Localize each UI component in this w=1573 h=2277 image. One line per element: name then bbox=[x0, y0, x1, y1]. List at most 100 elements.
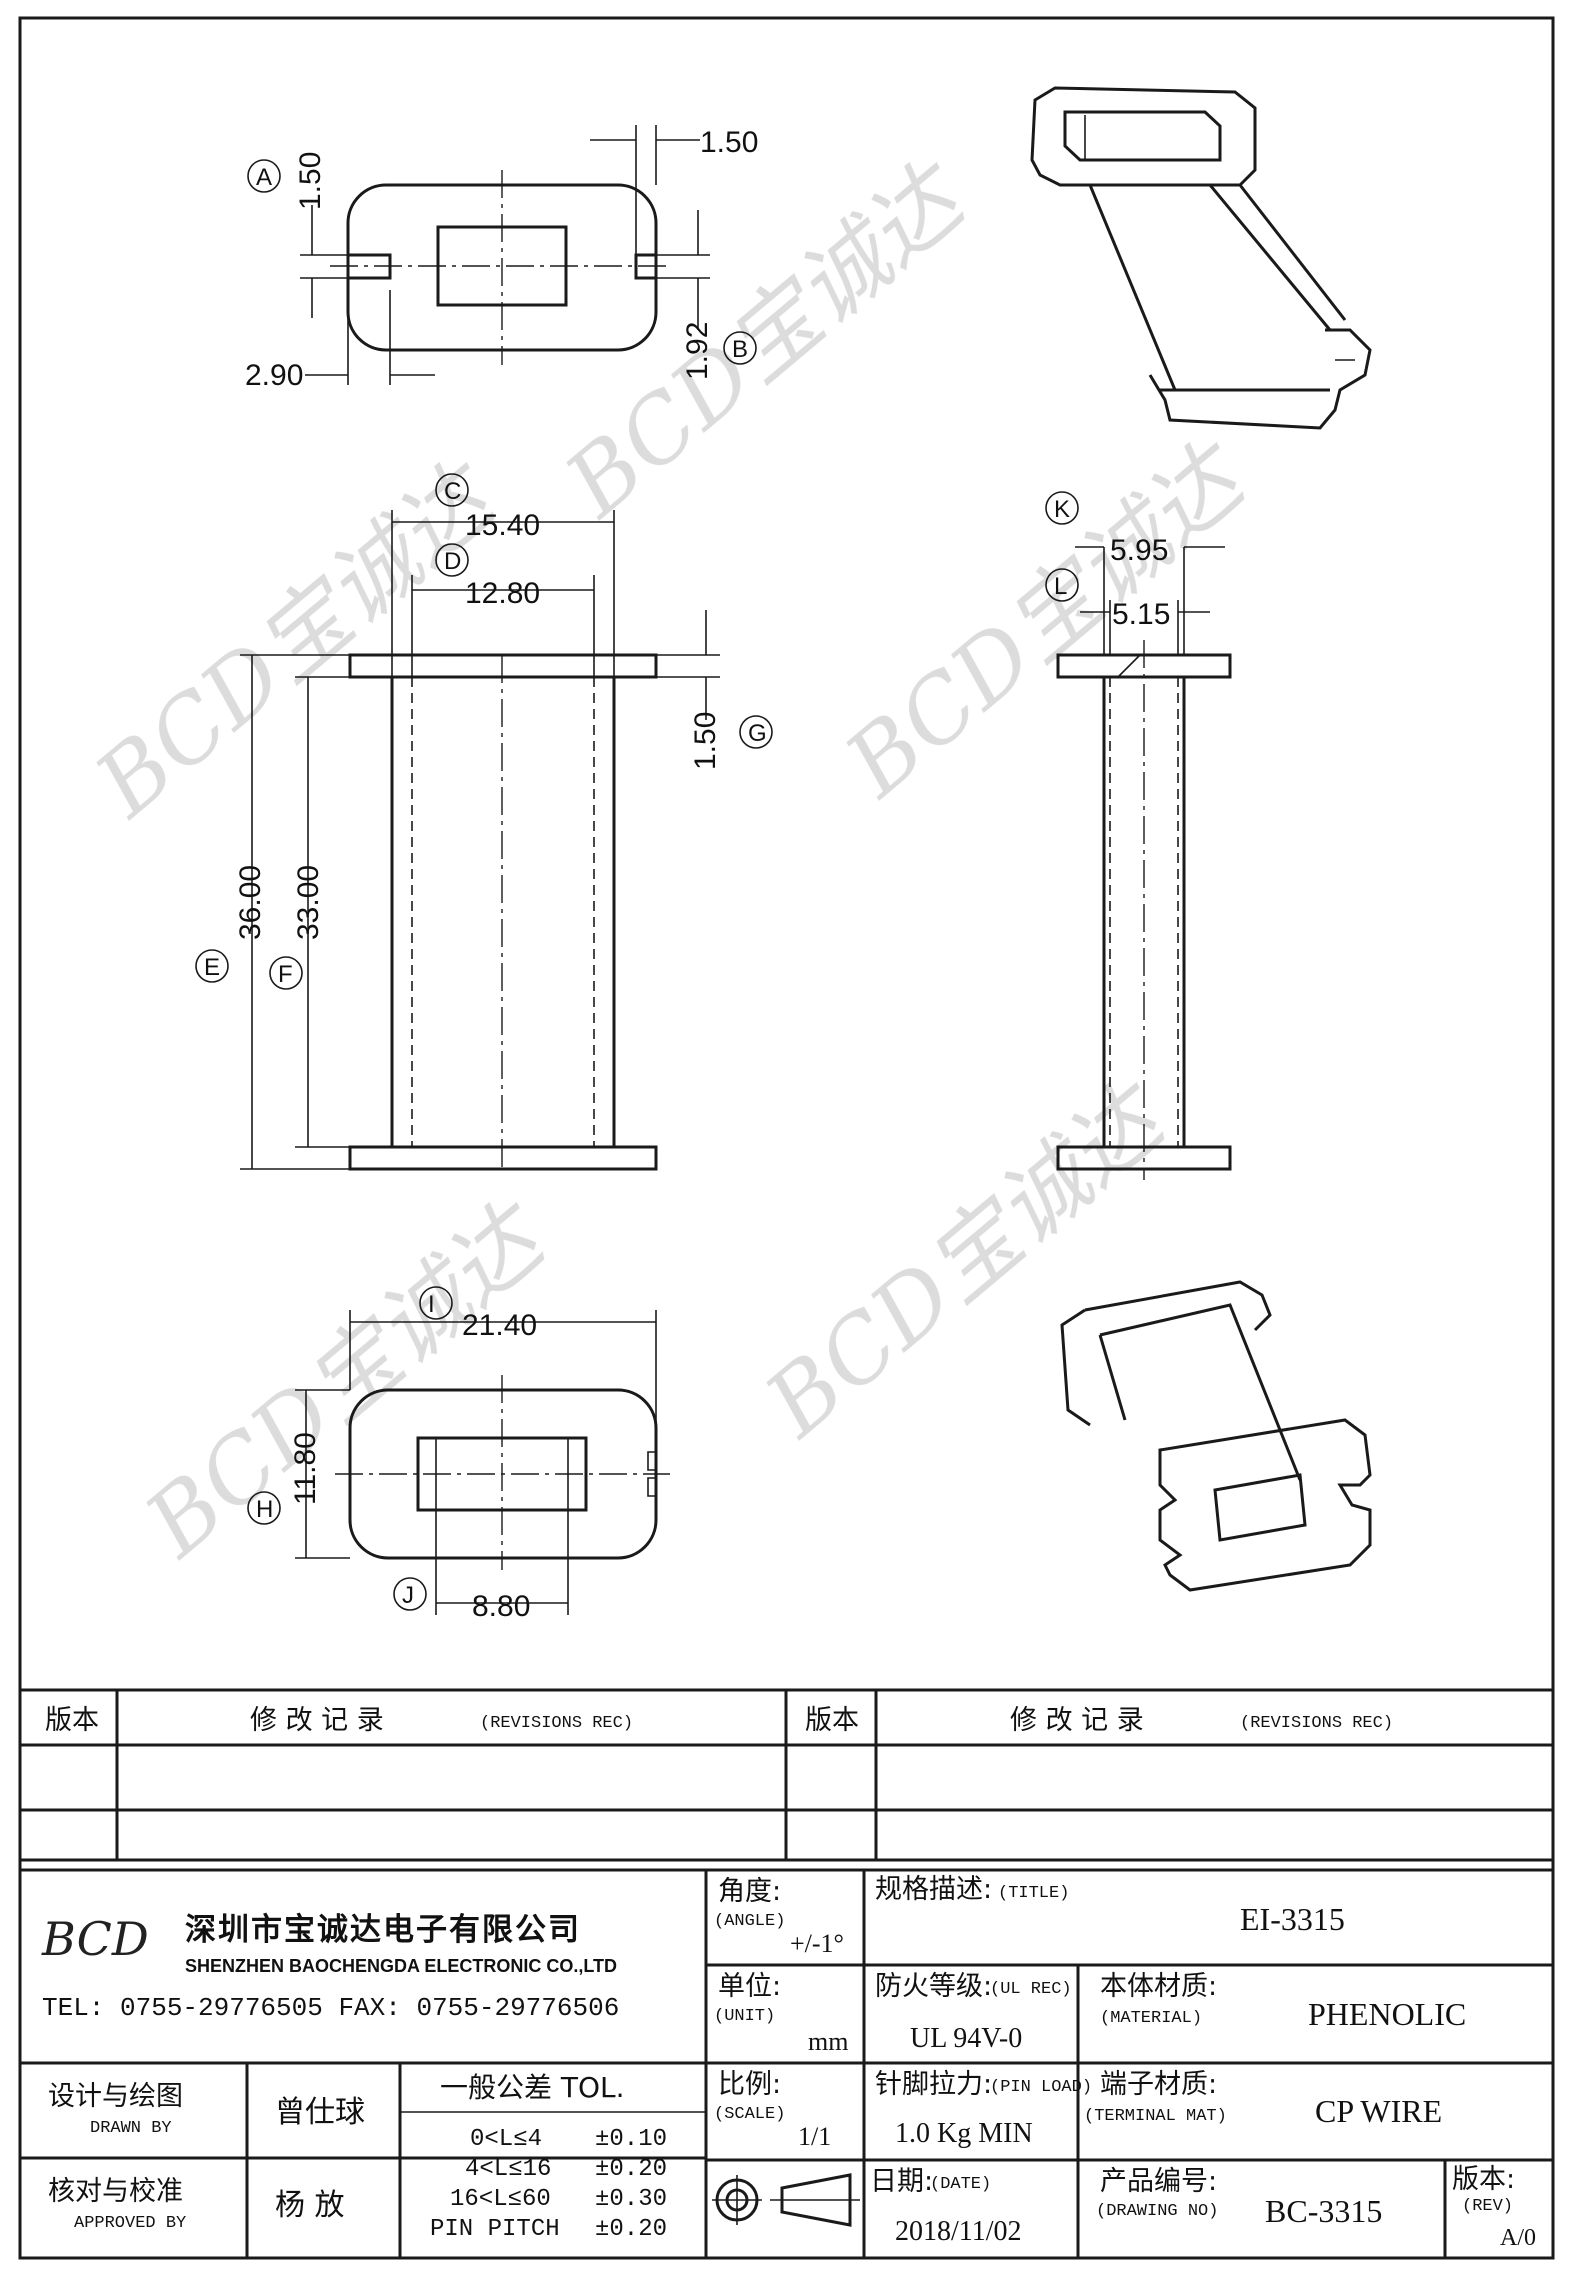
iso-view-bottom bbox=[1060, 1280, 1372, 1592]
ul-value: UL 94V-0 bbox=[910, 2023, 1022, 2054]
label-G: G bbox=[748, 720, 767, 747]
side-view: 5.95 K 5.15 L bbox=[1045, 491, 1232, 1180]
tol-value-2: ±0.30 bbox=[595, 2186, 667, 2213]
label-K: K bbox=[1054, 496, 1070, 523]
iso-view-top bbox=[1030, 86, 1372, 430]
approved-en: APPROVED BY bbox=[74, 2214, 186, 2233]
front-view: 15.40 C 12.80 D 1.50 G 36.00 E 33.00 F bbox=[195, 473, 773, 1171]
unit-value: mm bbox=[808, 2027, 848, 2056]
label-C: C bbox=[444, 478, 461, 505]
label-A: A bbox=[256, 164, 272, 191]
material-value: PHENOLIC bbox=[1308, 1996, 1466, 2032]
rev-value: A/0 bbox=[1500, 2225, 1536, 2251]
rev-en: (REV) bbox=[1462, 2197, 1513, 2216]
tol-range-0: 0<L≤4 bbox=[470, 2126, 542, 2153]
rev-label: 版本: bbox=[1452, 2164, 1515, 2195]
dim-bottom-width: 21.40 bbox=[462, 1309, 537, 1342]
tol-value-3: ±0.20 bbox=[595, 2216, 667, 2243]
projection-symbol bbox=[712, 2173, 860, 2227]
label-D: D bbox=[444, 548, 461, 575]
date-en: (DATE) bbox=[930, 2175, 991, 2194]
front-view-top-flange bbox=[348, 653, 658, 679]
material-label: 本体材质: bbox=[1100, 1971, 1217, 2002]
watermark-4: BCD宝诚达 bbox=[745, 1062, 1188, 1458]
pin-value: 1.0 Kg MIN bbox=[895, 2118, 1033, 2149]
tol-value-1: ±0.20 bbox=[595, 2156, 667, 2183]
ul-en: (UL REC) bbox=[990, 1980, 1072, 1999]
dim-bottom-inner: 8.80 bbox=[472, 1590, 530, 1623]
tol-range-2: 16<L≤60 bbox=[450, 2186, 551, 2213]
scale-value: 1/1 bbox=[798, 2122, 831, 2151]
approved-label: 核对与校准 bbox=[48, 2176, 183, 2207]
tol-range-1: 4<L≤16 bbox=[465, 2156, 551, 2183]
pin-en: (PIN LOAD) bbox=[990, 2078, 1092, 2097]
scale-label: 比例: bbox=[718, 2069, 781, 2100]
label-H: H bbox=[256, 1496, 273, 1523]
label-E: E bbox=[204, 954, 220, 981]
rev-col-record2: 修 改 记 录 bbox=[1010, 1705, 1144, 1736]
label-B: B bbox=[732, 336, 748, 363]
dim-front-core: 33.00 bbox=[292, 865, 325, 940]
top-view: 1.50 1.50 2.90 1.92 A B bbox=[245, 125, 758, 392]
date-label: 日期: bbox=[870, 2166, 933, 2197]
drawing-no-en: (DRAWING NO) bbox=[1096, 2202, 1218, 2221]
terminal-label: 端子材质: bbox=[1100, 2069, 1217, 2100]
label-B-circle bbox=[723, 331, 757, 365]
drawing-no-label: 产品编号: bbox=[1100, 2166, 1217, 2197]
dim-top-slot-depth: 1.50 bbox=[700, 126, 758, 159]
tol-range-3: PIN PITCH bbox=[430, 2216, 560, 2243]
dim-bottom-height: 11.80 bbox=[289, 1432, 322, 1505]
rev-col-version: 版本 bbox=[45, 1705, 99, 1736]
rev-col-record: 修 改 记 录 bbox=[250, 1705, 384, 1736]
drawn-label: 设计与绘图 bbox=[48, 2081, 183, 2112]
sheet-border bbox=[18, 16, 1555, 2260]
dim-top-slot-offset: 2.90 bbox=[245, 359, 303, 392]
company-contact: TEL: 0755-29776505 FAX: 0755-29776506 bbox=[42, 1993, 619, 2023]
bottom-view: 21.40 I 11.80 H 8.80 J bbox=[247, 1286, 670, 1623]
dim-top-slot-b: 1.92 bbox=[681, 322, 714, 380]
revision-table: 版本 修 改 记 录 (REVISIONS REC) 版本 修 改 记 录 (R… bbox=[20, 1688, 1553, 1862]
dim-front-height: 36.00 bbox=[234, 865, 267, 940]
dim-front-flange: 1.50 bbox=[689, 712, 722, 770]
dim-side-outer: 5.95 bbox=[1110, 534, 1168, 567]
label-F: F bbox=[278, 961, 293, 988]
rev-col-record2-en: (REVISIONS REC) bbox=[1240, 1714, 1393, 1733]
title-block: BCD 深圳市宝诚达电子有限公司 SHENZHEN BAOCHENGDA ELE… bbox=[20, 1868, 1553, 2258]
drawing-no-value: BC-3315 bbox=[1265, 2193, 1382, 2229]
title-value: EI-3315 bbox=[1240, 1901, 1345, 1937]
terminal-value: CP WIRE bbox=[1315, 2093, 1442, 2129]
title-label: 规格描述: bbox=[875, 1874, 992, 1905]
tol-title: 一般公差 TOL. bbox=[440, 2071, 625, 2104]
label-J: J bbox=[402, 1582, 414, 1609]
angle-value: +/-1° bbox=[790, 1929, 844, 1958]
approved-value: 杨 放 bbox=[275, 2188, 345, 2223]
terminal-en: (TERMINAL MAT) bbox=[1084, 2107, 1227, 2126]
date-value: 2018/11/02 bbox=[895, 2216, 1022, 2247]
ul-label: 防火等级: bbox=[875, 1971, 992, 2002]
tol-value-0: ±0.10 bbox=[595, 2126, 667, 2153]
company-name-en: SHENZHEN BAOCHENGDA ELECTRONIC CO.,LTD bbox=[185, 1956, 617, 1976]
pin-label: 针脚拉力: bbox=[875, 2069, 992, 2100]
dim-front-width: 15.40 bbox=[465, 509, 540, 542]
title-en: (TITLE) bbox=[998, 1884, 1069, 1903]
watermark-5: BCD宝诚达 bbox=[545, 142, 988, 538]
company-logo: BCD bbox=[41, 1912, 149, 1966]
material-en: (MATERIAL) bbox=[1100, 2009, 1202, 2028]
watermark-2: BCD宝诚达 bbox=[825, 422, 1268, 818]
label-A-circle bbox=[247, 159, 281, 193]
dim-side-inner: 5.15 bbox=[1112, 598, 1170, 631]
rev-col-record-en: (REVISIONS REC) bbox=[480, 1714, 633, 1733]
scale-en: (SCALE) bbox=[714, 2105, 785, 2124]
unit-en: (UNIT) bbox=[714, 2007, 775, 2026]
dim-top-slot-width: 1.50 bbox=[294, 152, 327, 210]
drawn-en: DRAWN BY bbox=[90, 2119, 172, 2138]
unit-label: 单位: bbox=[718, 1971, 781, 2002]
label-L: L bbox=[1054, 573, 1067, 600]
angle-en: (ANGLE) bbox=[714, 1912, 785, 1931]
company-name-cn: 深圳市宝诚达电子有限公司 bbox=[185, 1912, 581, 1948]
dim-front-inner: 12.80 bbox=[465, 577, 540, 610]
label-I: I bbox=[428, 1291, 435, 1318]
rev-col-version2: 版本 bbox=[805, 1705, 859, 1736]
angle-label: 角度: bbox=[718, 1876, 781, 1907]
